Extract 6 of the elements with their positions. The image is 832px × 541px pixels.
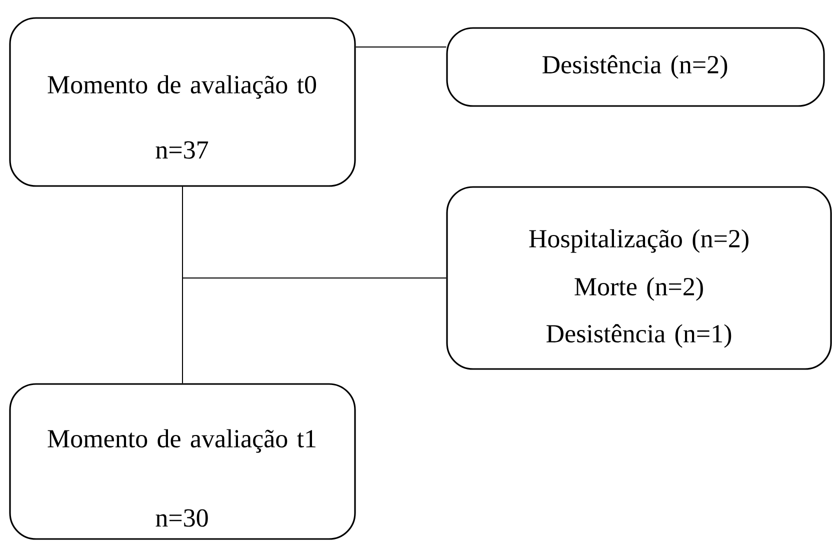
connector-line bbox=[355, 46, 447, 48]
process-box: Momento de avaliação t0 n=37 bbox=[9, 17, 356, 187]
process-box: Momento de avaliação t1 n=30 bbox=[9, 383, 356, 540]
connector-line bbox=[182, 186, 183, 384]
process-box: Desistência (n=2) bbox=[446, 27, 825, 107]
process-box: Hospitalização (n=2) Morte (n=2) Desistência (n=1) bbox=[446, 186, 832, 370]
